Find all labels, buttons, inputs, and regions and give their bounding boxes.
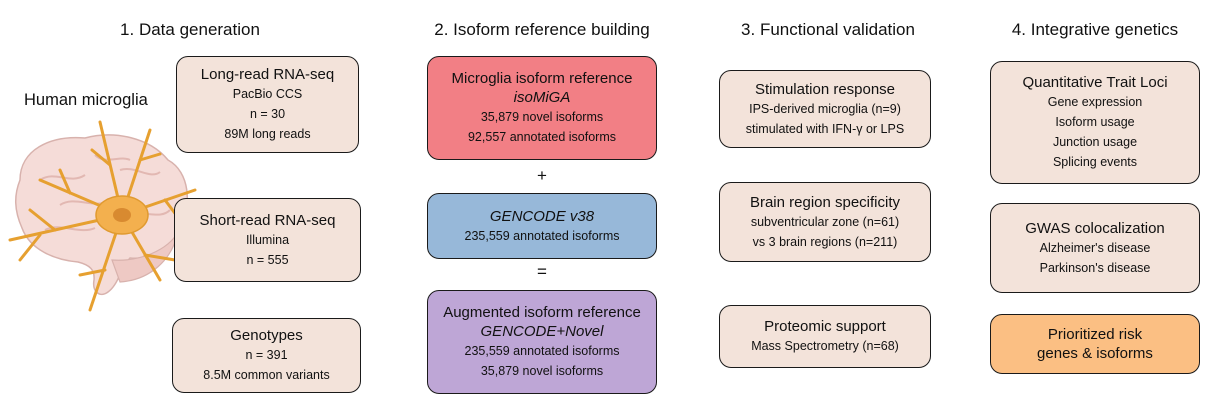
brain-region-specificity-box: Brain region specificity subventricular … — [719, 182, 931, 262]
long-read-rnaseq-box: Long-read RNA-seq PacBio CCS n = 30 89M … — [176, 56, 359, 153]
genotypes-title: Genotypes — [230, 327, 303, 344]
prioritized-title-line: genes & isoforms — [1037, 345, 1153, 362]
qtl-title: Quantitative Trait Loci — [1022, 74, 1168, 91]
microglia-ref-line: 35,879 novel isoforms — [480, 110, 604, 124]
qtl-line: Junction usage — [1052, 135, 1138, 149]
short-read-line: Illumina — [245, 232, 290, 247]
qtl-line: Gene expression — [1047, 95, 1143, 109]
brain-microglia-illustration — [8, 120, 197, 312]
proteomic-line: Mass Spectrometry (n=68) — [751, 339, 899, 353]
short-read-title: Short-read RNA-seq — [199, 211, 336, 229]
stimulation-line: stimulated with IFN-γ or LPS — [745, 121, 905, 136]
column-title-functional-validation: 3. Functional validation — [741, 20, 915, 39]
column-title-integrative-genetics: 4. Integrative genetics — [1011, 20, 1179, 39]
gwas-line: Alzheimer's disease — [1039, 240, 1151, 255]
microglia-ref-line: 92,557 annotated isoforms — [467, 130, 617, 144]
short-read-rnaseq-box: Short-read RNA-seq Illumina n = 555 — [174, 198, 361, 282]
microglia-ref-title: Microglia isoform reference — [451, 70, 633, 87]
long-read-line: n = 30 — [249, 107, 286, 121]
long-read-line: 89M long reads — [224, 127, 311, 141]
gencode-v38-box: GENCODE v38 235,559 annotated isoforms — [427, 193, 657, 259]
stimulation-title: Stimulation response — [754, 80, 896, 98]
proteomic-support-box: Proteomic support Mass Spectrometry (n=6… — [719, 305, 931, 368]
gencode-title: GENCODE v38 — [489, 207, 595, 225]
short-read-line: n = 555 — [246, 252, 289, 267]
stimulation-response-box: Stimulation response IPS-derived microgl… — [719, 70, 931, 148]
long-read-line: PacBio CCS — [232, 87, 303, 101]
augmented-line: 235,559 annotated isoforms — [464, 344, 620, 358]
gwas-colocalization-box: GWAS colocalization Alzheimer's disease … — [990, 203, 1200, 293]
gwas-title: GWAS colocalization — [1025, 219, 1165, 237]
qtl-line: Splicing events — [1052, 155, 1138, 169]
stimulation-line: IPS-derived microglia (n=9) — [749, 101, 901, 116]
equals-sign: = — [537, 262, 547, 281]
genotypes-line: n = 391 — [245, 348, 288, 362]
brain-region-line: vs 3 brain regions (n=211) — [752, 234, 898, 249]
microglia-isoform-reference-box: Microglia isoform reference isoMiGA 35,8… — [427, 56, 657, 160]
long-read-title: Long-read RNA-seq — [200, 66, 335, 83]
gencode-line: 235,559 annotated isoforms — [464, 228, 620, 243]
augmented-subtitle: GENCODE+Novel — [480, 323, 604, 340]
genotypes-box: Genotypes n = 391 8.5M common variants — [172, 318, 361, 393]
augmented-line: 35,879 novel isoforms — [480, 364, 604, 378]
plus-sign: + — [537, 166, 547, 185]
column-title-isoform-reference: 2. Isoform reference building — [434, 20, 650, 39]
brain-region-title: Brain region specificity — [749, 193, 901, 211]
quantitative-trait-loci-box: Quantitative Trait Loci Gene expression … — [990, 61, 1200, 184]
column-title-data-generation: 1. Data generation — [120, 20, 260, 39]
brain-region-line: subventricular zone (n=61) — [750, 214, 900, 229]
gwas-line: Parkinson's disease — [1039, 260, 1151, 275]
proteomic-title: Proteomic support — [764, 318, 886, 335]
qtl-line: Isoform usage — [1055, 115, 1135, 129]
genotypes-line: 8.5M common variants — [203, 368, 330, 382]
augmented-isoform-reference-box: Augmented isoform reference GENCODE+Nove… — [427, 290, 657, 394]
human-microglia-label: Human microglia — [24, 91, 148, 109]
prioritized-risk-box: Prioritized risk genes & isoforms — [990, 314, 1200, 374]
microglia-ref-subtitle: isoMiGA — [513, 89, 571, 106]
prioritized-title-line: Prioritized risk — [1047, 326, 1143, 343]
augmented-title: Augmented isoform reference — [443, 304, 641, 321]
